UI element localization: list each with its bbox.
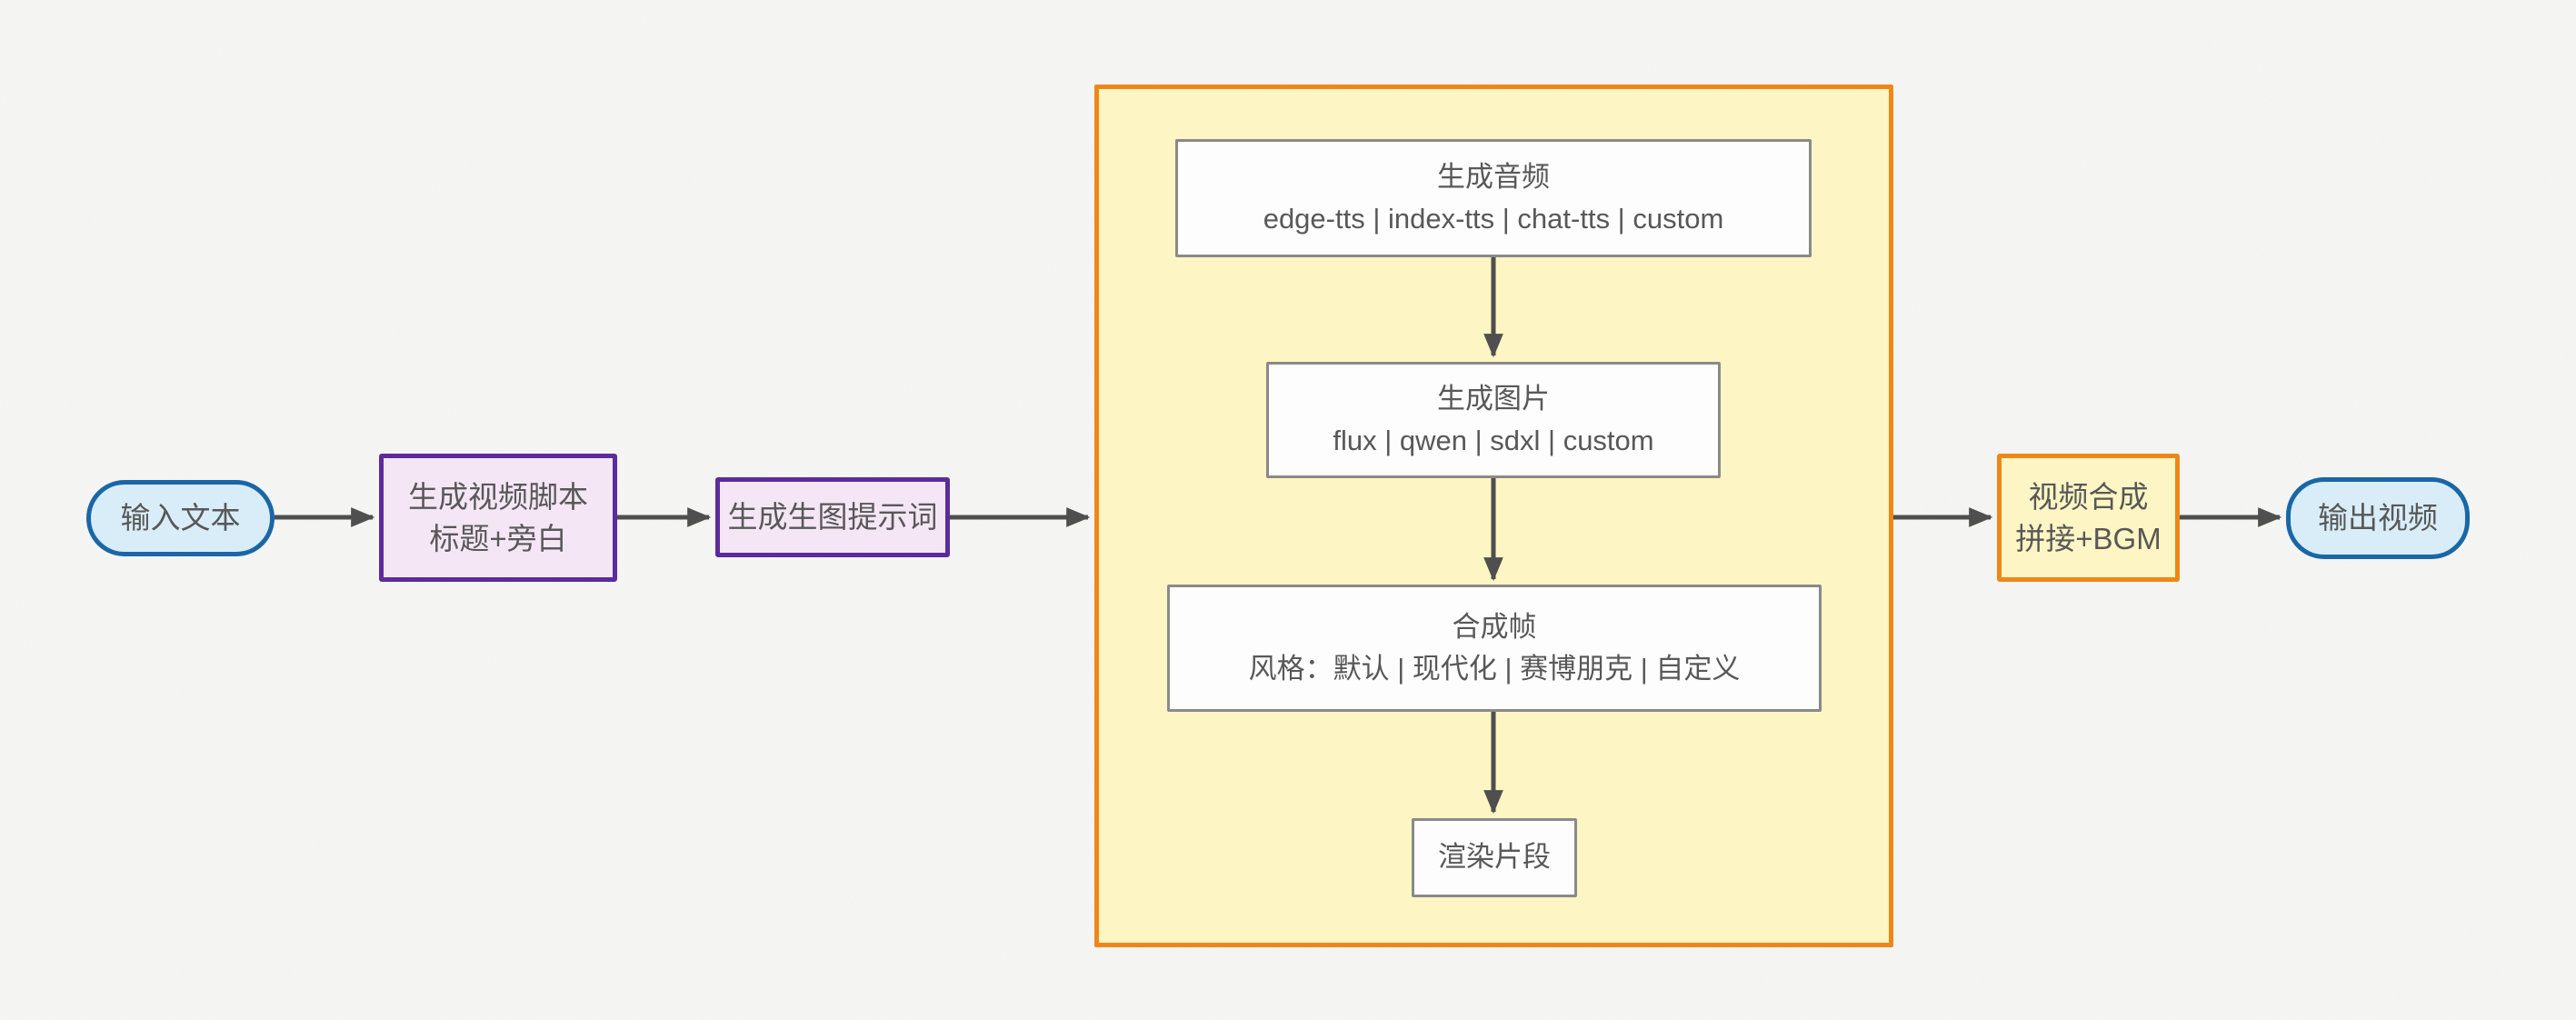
node-generate-image-line2: flux | qwen | sdxl | custom: [1333, 425, 1654, 456]
node-video-compose-line1: 视频合成: [2028, 479, 2149, 514]
node-video-compose-line2: 拼接+BGM: [2015, 521, 2162, 555]
node-compose-frame: 合成帧 风格：默认 | 现代化 | 赛博朋克 | 自定义: [1167, 585, 1822, 712]
node-compose-frame-line1: 合成帧: [1452, 610, 1537, 643]
node-generate-image-prompt: 生成生图提示词: [715, 477, 950, 557]
node-generate-image-line1: 生成图片: [1437, 382, 1550, 415]
node-compose-frame-line2: 风格：默认 | 现代化 | 赛博朋克 | 自定义: [1248, 653, 1741, 685]
node-generate-image: 生成图片 flux | qwen | sdxl | custom: [1266, 362, 1721, 478]
node-render-clip: 渲染片段: [1412, 818, 1577, 897]
node-video-compose: 视频合成 拼接+BGM: [1997, 454, 2180, 582]
node-render-clip-label: 渲染片段: [1438, 841, 1551, 874]
node-output-video: 输出视频: [2286, 477, 2470, 559]
node-generate-audio-line2: edge-tts | index-tts | chat-tts | custom: [1263, 203, 1724, 235]
node-generate-script: 生成视频脚本 标题+旁白: [379, 454, 617, 582]
node-generate-image-prompt-label: 生成生图提示词: [727, 500, 938, 535]
node-generate-audio: 生成音频 edge-tts | index-tts | chat-tts | c…: [1175, 139, 1812, 257]
node-output-video-label: 输出视频: [2318, 501, 2438, 535]
node-generate-audio-line1: 生成音频: [1437, 160, 1550, 193]
node-input-text-label: 输入文本: [120, 501, 241, 535]
node-generate-script-line1: 生成视频脚本: [408, 479, 588, 514]
node-input-text: 输入文本: [86, 480, 275, 556]
node-generate-script-line2: 标题+旁白: [429, 521, 567, 555]
